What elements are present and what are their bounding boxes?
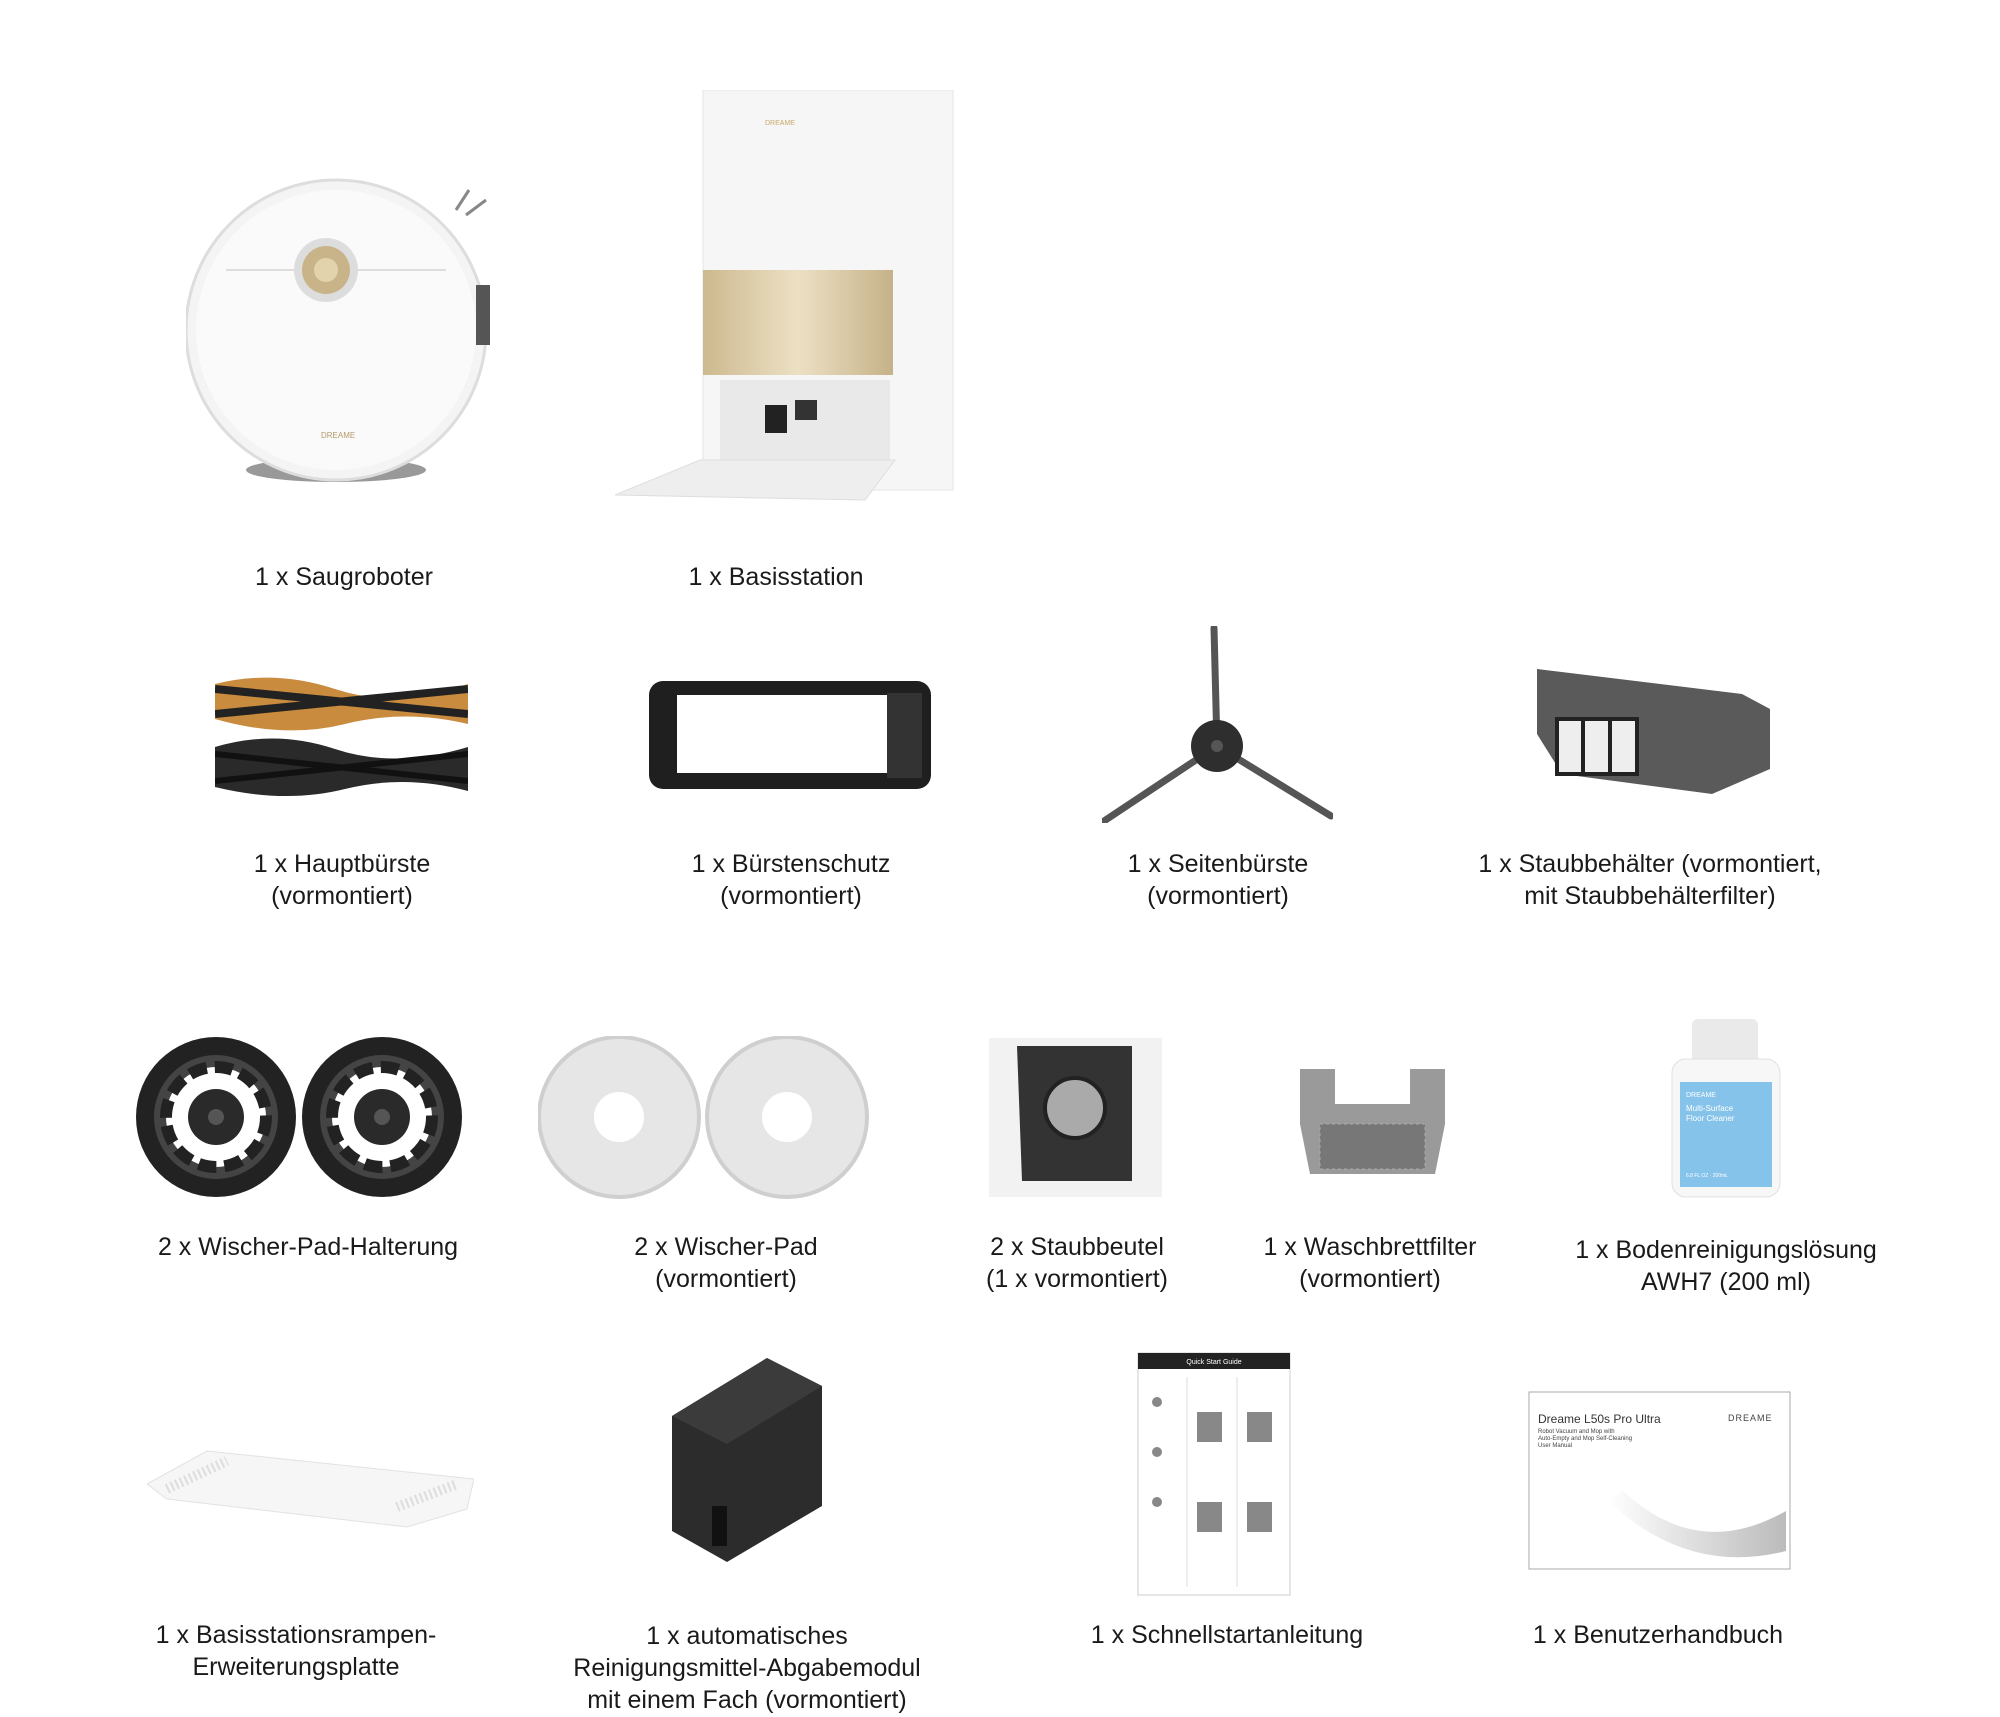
caption-line: 2 x Staubbeutel	[990, 1233, 1164, 1261]
item-caption: 1 x Benutzerhandbuch	[1378, 1619, 1938, 1651]
side-brush-image	[1102, 626, 1333, 823]
caption-line: 1 x Waschbrettfilter	[1263, 1233, 1477, 1261]
svg-text:User Manual: User Manual	[1538, 1443, 1572, 1449]
item-caption: 1 x Bürstenschutz (vormontiert)	[511, 848, 1071, 912]
caption-line: 1 x Basisstationsrampen-	[155, 1621, 437, 1649]
svg-text:Quick Start Guide: Quick Start Guide	[1186, 1359, 1241, 1366]
svg-text:Dreame L50s Pro Ultra: Dreame L50s Pro Ultra	[1538, 1412, 1661, 1426]
svg-text:Floor Cleaner: Floor Cleaner	[1686, 1114, 1735, 1123]
cleaning-solution-image: DREAME Multi-Surface Floor Cleaner 6.8 F…	[1670, 1017, 1782, 1199]
svg-text:DREAME: DREAME	[1686, 1092, 1716, 1099]
robot-vacuum-image: DREAME	[186, 170, 506, 495]
caption-line: 2 x Wischer-Pad-Halterung	[157, 1233, 459, 1261]
caption-line: 1 x Seitenbürste	[1127, 850, 1309, 878]
svg-text:Auto-Empty and Mop Self-Cleani: Auto-Empty and Mop Self-Cleaning	[1538, 1436, 1632, 1442]
svg-text:Robot Vacuum and Mop with: Robot Vacuum and Mop with	[1538, 1429, 1615, 1435]
caption-line: (vormontiert)	[1299, 1265, 1441, 1293]
ramp-extension-plate-image	[147, 1449, 474, 1528]
caption-line: (vormontiert)	[1147, 882, 1289, 910]
quick-start-guide-image: Quick Start Guide	[1137, 1352, 1291, 1596]
caption-line: 1 x automatisches	[646, 1622, 848, 1650]
item-caption: 1 x Saugroboter	[64, 561, 624, 593]
caption-line: 1 x Saugroboter	[255, 563, 433, 591]
item-caption: 2 x Wischer-Pad-Halterung	[28, 1231, 588, 1263]
washboard-filter-image	[1295, 1064, 1449, 1190]
caption-line: (1 x vormontiert)	[986, 1265, 1168, 1293]
item-caption: 1 x Schnellstartanleitung	[947, 1619, 1507, 1651]
item-caption: 1 x Hauptbürste (vormontiert)	[62, 848, 622, 912]
caption-line: mit Staubbehälterfilter)	[1524, 882, 1776, 910]
svg-text:6.8 FL OZ · 200mL: 6.8 FL OZ · 200mL	[1686, 1173, 1728, 1179]
svg-text:DREAME: DREAME	[321, 431, 355, 440]
detergent-module-image	[667, 1356, 824, 1564]
caption-line: 1 x Benutzerhandbuch	[1532, 1621, 1784, 1649]
caption-line: 1 x Hauptbürste	[253, 850, 431, 878]
item-caption: 2 x Staubbeutel (1 x vormontiert)	[797, 1231, 1357, 1295]
user-manual-image: Dreame L50s Pro Ultra Robot Vacuum and M…	[1528, 1391, 1791, 1570]
dust-bag-image	[987, 1036, 1164, 1199]
caption-line: 1 x Bodenreinigungslösung	[1575, 1236, 1877, 1264]
caption-line: Erweiterungsplatte	[192, 1653, 400, 1681]
base-station-image: DREAME	[615, 90, 955, 506]
svg-text:Multi-Surface: Multi-Surface	[1686, 1104, 1734, 1113]
mop-pads-image	[538, 1036, 869, 1199]
caption-line: 1 x Staubbehälter (vormontiert,	[1478, 850, 1822, 878]
svg-text:DREAME: DREAME	[765, 120, 795, 127]
caption-line: mit einem Fach (vormontiert)	[587, 1686, 907, 1714]
main-brush-image	[215, 669, 468, 797]
item-caption: 1 x Basisstation	[496, 561, 1056, 593]
caption-line: 1 x Schnellstartanleitung	[1090, 1621, 1364, 1649]
caption-line: (vormontiert)	[271, 882, 413, 910]
dust-bin-image	[1532, 664, 1772, 797]
caption-line: AWH7 (200 ml)	[1641, 1268, 1811, 1296]
item-caption: 1 x Waschbrettfilter (vormontiert)	[1090, 1231, 1650, 1295]
caption-line: 1 x Bürstenschutz	[691, 850, 891, 878]
brush-guard-image	[647, 673, 933, 792]
caption-line: 1 x Basisstation	[688, 563, 864, 591]
caption-line: Reinigungsmittel-Abgabemodul	[573, 1654, 921, 1682]
item-caption: 1 x Basisstationsrampen- Erweiterungsplat…	[16, 1619, 576, 1683]
svg-text:DREAME: DREAME	[1728, 1413, 1773, 1423]
mop-pad-holders-image	[135, 1036, 464, 1199]
caption-line: (vormontiert)	[720, 882, 862, 910]
item-caption: 2 x Wischer-Pad (vormontiert)	[446, 1231, 1006, 1295]
item-caption: 1 x Staubbehälter (vormontiert, mit Staub…	[1370, 848, 1930, 912]
caption-line: 2 x Wischer-Pad	[634, 1233, 818, 1261]
caption-line: (vormontiert)	[655, 1265, 797, 1293]
item-caption: 1 x Seitenbürste (vormontiert)	[938, 848, 1498, 912]
